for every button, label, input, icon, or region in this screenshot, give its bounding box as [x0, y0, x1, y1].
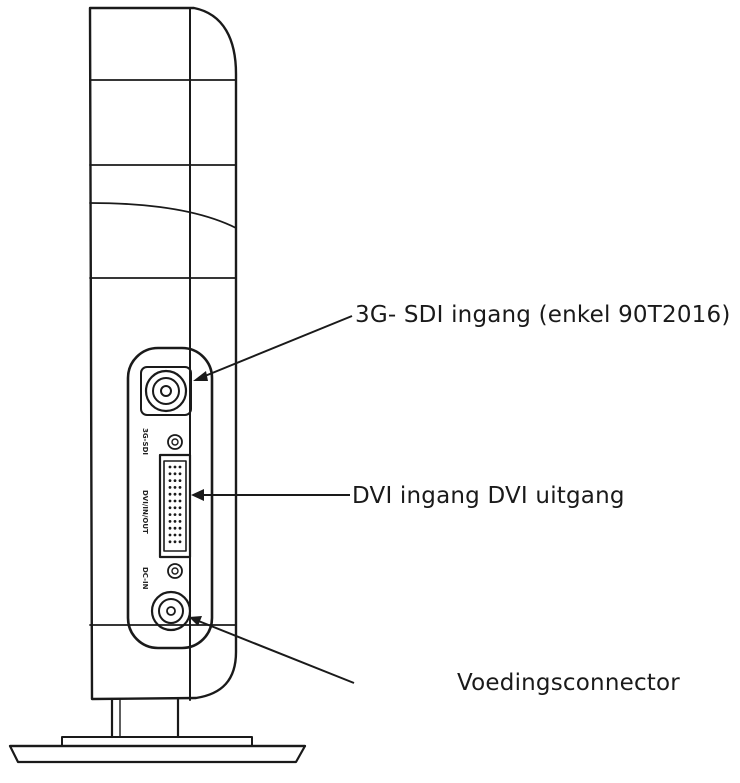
dvi-pin: [173, 540, 177, 544]
dvi-pin: [178, 526, 182, 530]
panel-label-sdi: 3G-SDI: [141, 428, 149, 455]
dvi-pin: [178, 513, 182, 516]
dvi-pin: [168, 526, 172, 530]
dvi-pin: [178, 540, 182, 544]
panel-label-dvi: DVI/IN/OUT: [141, 490, 149, 534]
dvi-pin: [173, 465, 177, 469]
dvi-pin: [178, 479, 182, 482]
dvi-pin: [168, 540, 172, 544]
dvi-pin: [178, 506, 182, 510]
dvi-pin: [168, 465, 172, 469]
dvi-pin: [173, 513, 177, 516]
connector-panel: [126, 346, 214, 650]
dvi-pin: [168, 520, 172, 523]
dvi-pin: [178, 465, 182, 469]
dvi-pin: [173, 506, 177, 510]
dvi-pins: [168, 465, 182, 544]
dvi-pin: [178, 492, 182, 496]
leader-arrow-dvi: [191, 489, 204, 501]
dvi-pin: [178, 533, 182, 537]
dvi-pin: [178, 520, 182, 523]
stand-base: [8, 736, 307, 764]
monitor-body-outline: [88, 6, 238, 701]
dvi-pin: [168, 492, 172, 496]
stand-neck: [110, 697, 180, 739]
dvi-pin: [168, 506, 172, 510]
dvi-connector: [158, 453, 192, 559]
callout-power-connector: Voedingsconnector: [457, 670, 680, 696]
dvi-pin: [178, 486, 182, 489]
dvi-pin: [168, 499, 172, 503]
callout-sdi-input: 3G- SDI ingang (enkel 90T2016): [355, 302, 731, 328]
dvi-pin: [173, 526, 177, 530]
dvi-pin: [168, 513, 172, 516]
leader-line-sdi: [199, 315, 353, 379]
dvi-pin: [173, 479, 177, 482]
panel-label-dc: DC-IN: [141, 567, 149, 590]
leader-arrow-power: [189, 616, 202, 626]
callout-dvi-input-output: DVI ingang DVI uitgang: [352, 483, 625, 509]
dvi-pin: [173, 533, 177, 537]
dvi-pin: [178, 472, 182, 476]
dvi-screw-top: [167, 434, 183, 450]
dvi-pin: [173, 520, 177, 523]
dvi-pin: [168, 533, 172, 537]
leader-line-power: [195, 619, 355, 684]
power-connector: [150, 590, 192, 632]
sdi-connector: [140, 366, 192, 416]
dvi-pin: [168, 472, 172, 476]
segment-curve: [89, 202, 237, 229]
dvi-pin: [173, 486, 177, 489]
dvi-pin: [173, 492, 177, 496]
dvi-pin: [173, 499, 177, 503]
dvi-pin: [168, 479, 172, 482]
dvi-pin: [168, 486, 172, 489]
dvi-pin: [178, 499, 182, 503]
leader-arrow-sdi: [193, 371, 208, 381]
dvi-screw-bottom: [167, 563, 183, 579]
dvi-pin: [173, 472, 177, 476]
